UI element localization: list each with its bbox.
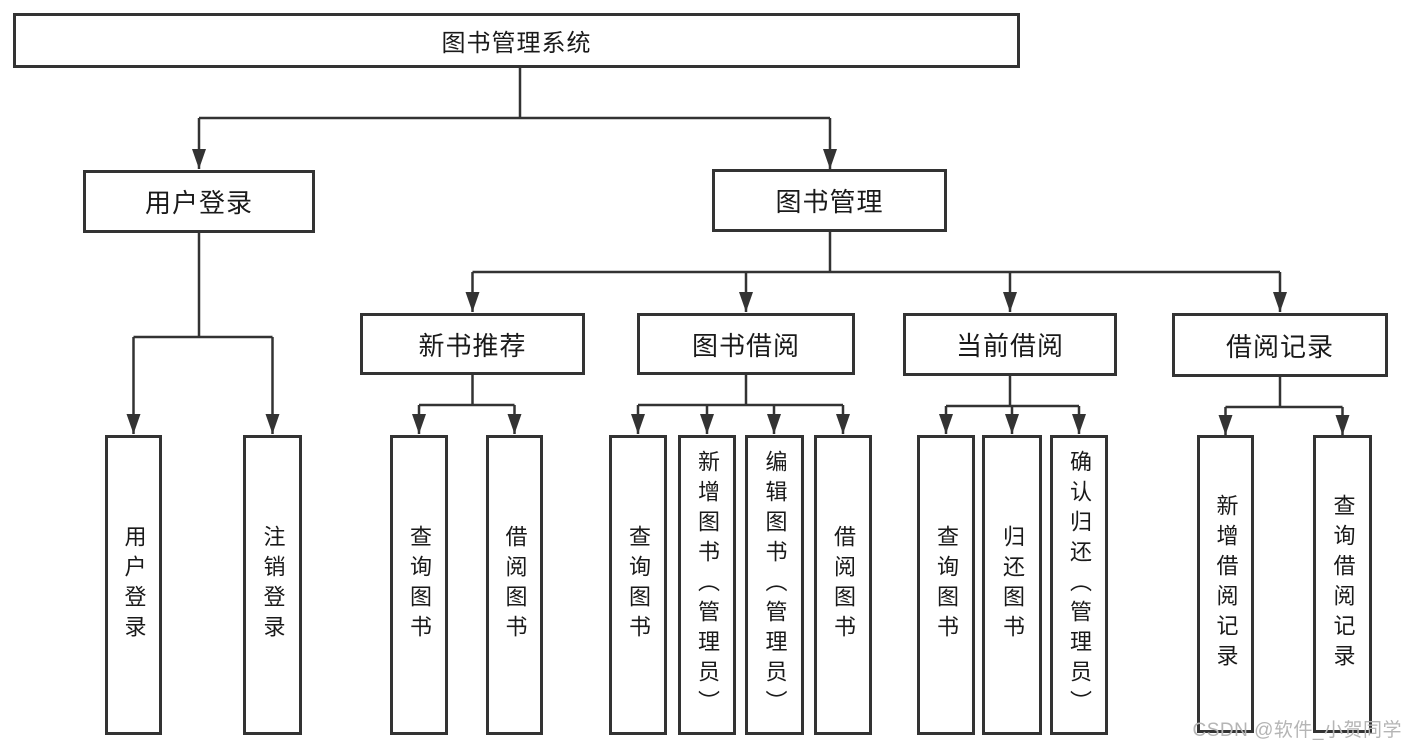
connector-root [192, 68, 837, 169]
node-current-borrow: 当前借阅 [903, 313, 1117, 376]
node-borrow-records: 借阅记录 [1172, 313, 1388, 377]
leaf-bb-add-books-admin-label: 新增图书（管理员） [695, 450, 720, 720]
node-user-login: 用户登录 [83, 170, 315, 233]
node-current-borrow-label: 当前借阅 [955, 331, 1064, 361]
leaf-user-login: 用户登录 [105, 435, 162, 735]
leaf-cb-query-books: 查询图书 [917, 435, 975, 735]
leaf-nb-query-books-label: 查询图书 [407, 525, 432, 645]
connector-book-management [465, 232, 1287, 312]
node-book-borrow-label: 图书借阅 [691, 330, 800, 361]
csdn-watermark: CSDN @软件_小贺同学 [1192, 720, 1402, 741]
leaf-bb-add-books-admin: 新增图书（管理员） [678, 435, 736, 735]
leaf-br-query-record: 查询借阅记录 [1313, 435, 1372, 733]
node-user-login-label: 用户登录 [144, 188, 253, 218]
connector-book-borrow [631, 375, 850, 434]
leaf-bb-edit-books-admin: 编辑图书（管理员） [745, 435, 804, 735]
leaf-bb-query-books-label: 查询图书 [626, 525, 651, 645]
node-system-root-label: 图书管理系统 [441, 30, 592, 57]
leaf-bb-borrow-books-label: 借阅图书 [831, 525, 856, 645]
leaf-nb-query-books: 查询图书 [390, 435, 448, 735]
connector-user-login [126, 233, 280, 434]
node-book-management: 图书管理 [712, 169, 947, 232]
node-new-book-recommend-label: 新书推荐 [418, 330, 527, 361]
leaf-br-add-record: 新增借阅记录 [1197, 435, 1254, 733]
leaf-cb-query-books-label: 查询图书 [934, 525, 959, 645]
leaf-user-login-label: 用户登录 [121, 525, 147, 645]
leaf-logout-label: 注销登录 [260, 525, 286, 645]
leaf-cb-confirm-return-admin-label: 确认归还（管理员） [1067, 450, 1092, 720]
node-book-borrow: 图书借阅 [637, 313, 855, 375]
leaf-nb-borrow-books-label: 借阅图书 [502, 525, 528, 645]
connector-new-book-recommend [412, 375, 522, 434]
leaf-bb-edit-books-admin-label: 编辑图书（管理员） [762, 450, 788, 720]
connector-current-borrow [939, 376, 1086, 434]
node-new-book-recommend: 新书推荐 [360, 313, 585, 375]
leaf-logout: 注销登录 [243, 435, 302, 735]
connector-borrow-records [1218, 377, 1350, 435]
leaf-nb-borrow-books: 借阅图书 [486, 435, 543, 735]
leaf-br-query-record-label: 查询借阅记录 [1330, 494, 1356, 674]
node-borrow-records-label: 借阅记录 [1225, 331, 1334, 362]
leaf-bb-query-books: 查询图书 [609, 435, 667, 735]
node-book-management-label: 图书管理 [775, 187, 884, 217]
leaf-cb-return-books-label: 归还图书 [1000, 525, 1025, 645]
leaf-cb-confirm-return-admin: 确认归还（管理员） [1050, 435, 1108, 735]
leaf-br-add-record-label: 新增借阅记录 [1213, 494, 1239, 674]
leaf-bb-borrow-books: 借阅图书 [814, 435, 872, 735]
node-system-root: 图书管理系统 [13, 13, 1020, 68]
leaf-cb-return-books: 归还图书 [982, 435, 1042, 735]
